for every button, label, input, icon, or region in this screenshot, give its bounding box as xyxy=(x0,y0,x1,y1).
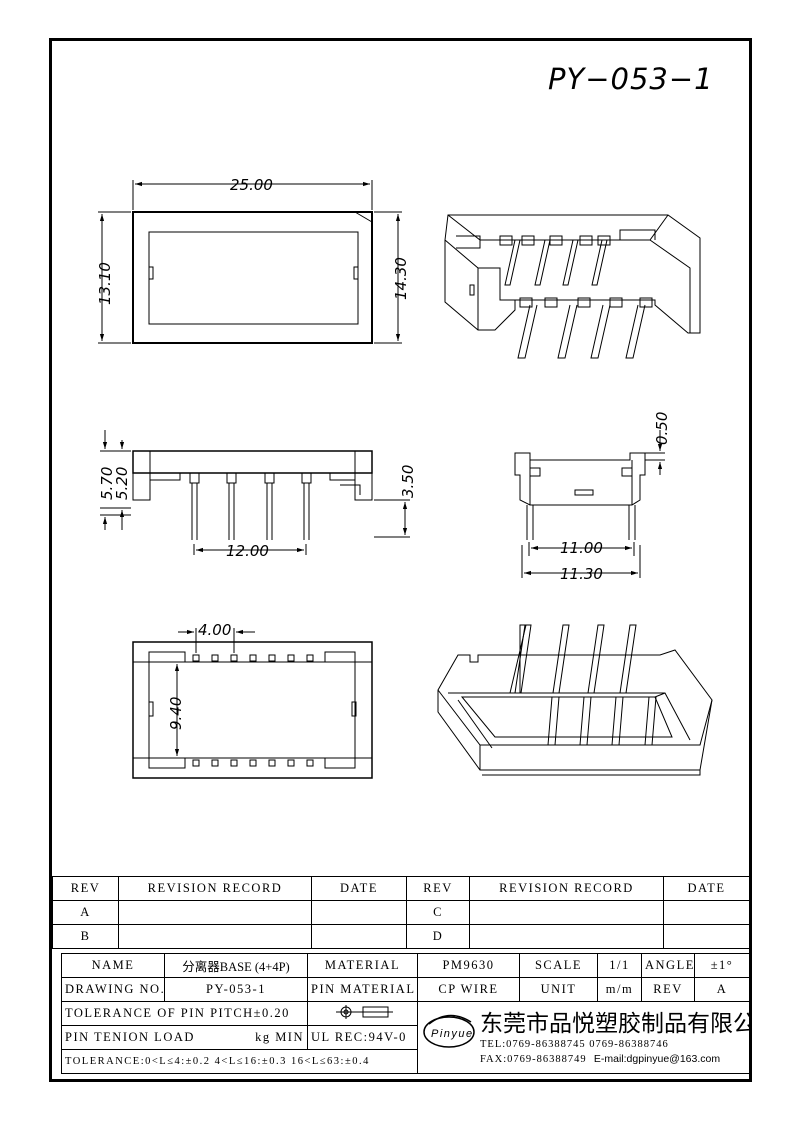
rev-cell: B xyxy=(52,924,119,949)
tel: TEL:0769-86388745 0769-86388746 xyxy=(480,1039,669,1050)
front-view xyxy=(100,430,410,555)
iso-view-bottom xyxy=(437,624,713,776)
revision-record-cell xyxy=(118,900,312,925)
dim-outer-height: 14.30 xyxy=(392,257,410,300)
company-name: 东莞市品悦塑胶制品有限公司 xyxy=(480,1011,750,1037)
contact-info: TEL:0769-86388745 0769-86388746 FAX:0769… xyxy=(480,1037,720,1067)
rev-cell: A xyxy=(52,900,119,925)
revision-record-header: REVISION RECORD xyxy=(118,876,312,901)
revision-record-cell xyxy=(469,924,664,949)
dim-1130: 11.30 xyxy=(560,565,603,583)
dim-inner-940: 9.40 xyxy=(167,697,185,730)
table-row: NAME 分离器BASE (4+4P) MATERIAL PM9630 SCAL… xyxy=(61,953,750,978)
angle-value: ±1° xyxy=(694,953,750,978)
date-cell xyxy=(663,924,750,949)
pin-material-label: PIN MATERIAL xyxy=(307,977,418,1002)
revision-record-header-2: REVISION RECORD xyxy=(469,876,664,901)
table-row: PIN TENION LOAD kg MIN UL REC:94V-0 xyxy=(61,1025,750,1050)
title-block: NAME 分离器BASE (4+4P) MATERIAL PM9630 SCAL… xyxy=(61,953,750,1074)
date-cell xyxy=(663,900,750,925)
name-label: NAME xyxy=(61,953,165,978)
unit-label: UNIT xyxy=(519,977,598,1002)
dim-height-570: 5.70 xyxy=(98,467,116,500)
scale-label: SCALE xyxy=(519,953,598,978)
email: E-mail:dgpinyue@163.com xyxy=(593,1053,721,1065)
drawing-frame xyxy=(49,38,752,1082)
scale-value: 1/1 xyxy=(597,953,642,978)
projection-symbol xyxy=(307,1001,418,1026)
date-header: DATE xyxy=(311,876,407,901)
pin-load: PIN TENION LOAD xyxy=(65,1030,195,1044)
revision-record-cell xyxy=(118,924,312,949)
drawing-title: PY−053−1 xyxy=(548,62,714,96)
dim-inner-height: 13.10 xyxy=(96,262,114,305)
drawing-no-label: DRAWING NO. xyxy=(61,977,165,1002)
rev-cell: C xyxy=(406,900,470,925)
table-row: DRAWING NO. PY-053-1 PIN MATERIAL CP WIR… xyxy=(61,977,750,1002)
dim-pitch: 4.00 xyxy=(198,621,231,639)
unit-value: m/m xyxy=(597,977,642,1002)
dim-050: 0.50 xyxy=(653,412,671,445)
logo-text: Pinyue xyxy=(431,1028,474,1040)
table-row: TOLERANCE:0<L≤4:±0.2 4<L≤16:±0.3 16<L≤63… xyxy=(61,1049,750,1074)
dim-pin-span: 12.00 xyxy=(226,542,269,560)
rev-header: REV xyxy=(52,876,119,901)
table-row: REV REVISION RECORD DATE REV REVISION RE… xyxy=(52,876,750,901)
rev-label: REV xyxy=(641,977,695,1002)
pinyue-logo: Pinyue xyxy=(423,1014,475,1048)
top-view xyxy=(98,180,402,344)
table-row: A C xyxy=(52,900,750,925)
drawing-no-value: PY-053-1 xyxy=(164,977,308,1002)
ul-rec: UL REC:94V-0 xyxy=(307,1025,418,1050)
date-cell xyxy=(311,924,407,949)
company-block: Pinyue 东莞市品悦塑胶制品有限公司 TEL:0769-86388745 0… xyxy=(417,1001,750,1074)
tolerance-pitch: TOLERANCE OF PIN PITCH±0.20 xyxy=(61,1001,308,1026)
name-value: 分离器BASE (4+4P) xyxy=(164,953,308,978)
date-header-2: DATE xyxy=(663,876,750,901)
pin-load-unit: kg MIN xyxy=(255,1030,304,1044)
technical-drawing: 25.00 13.10 14.30 xyxy=(96,176,713,779)
dim-1100: 11.00 xyxy=(560,539,603,557)
date-cell xyxy=(311,900,407,925)
pin-load-cell: PIN TENION LOAD kg MIN xyxy=(61,1025,308,1050)
table-row: B D xyxy=(52,924,750,949)
projection-symbol-icon xyxy=(335,1004,393,1019)
dim-height-520: 5.20 xyxy=(113,467,131,500)
table-row: TOLERANCE OF PIN PITCH±0.20 Pinyue 东莞市品悦… xyxy=(61,1001,750,1074)
material-value: PM9630 xyxy=(417,953,520,978)
rev-value: A xyxy=(694,977,750,1002)
revision-table: REV REVISION RECORD DATE REV REVISION RE… xyxy=(52,876,750,949)
rev-cell: D xyxy=(406,924,470,949)
fax: FAX:0769-86388749 xyxy=(480,1054,587,1065)
pin-material-value: CP WIRE xyxy=(417,977,520,1002)
tolerance-full: TOLERANCE:0<L≤4:±0.2 4<L≤16:±0.3 16<L≤63… xyxy=(61,1049,418,1074)
material-label: MATERIAL xyxy=(307,953,418,978)
dim-pin-350: 3.50 xyxy=(399,465,417,498)
angle-label: ANGLE xyxy=(641,953,695,978)
bottom-view xyxy=(132,628,373,779)
rev-header-2: REV xyxy=(406,876,470,901)
iso-view-top xyxy=(444,214,701,359)
dim-width: 25.00 xyxy=(230,176,273,194)
side-view xyxy=(514,430,665,578)
revision-record-cell xyxy=(469,900,664,925)
